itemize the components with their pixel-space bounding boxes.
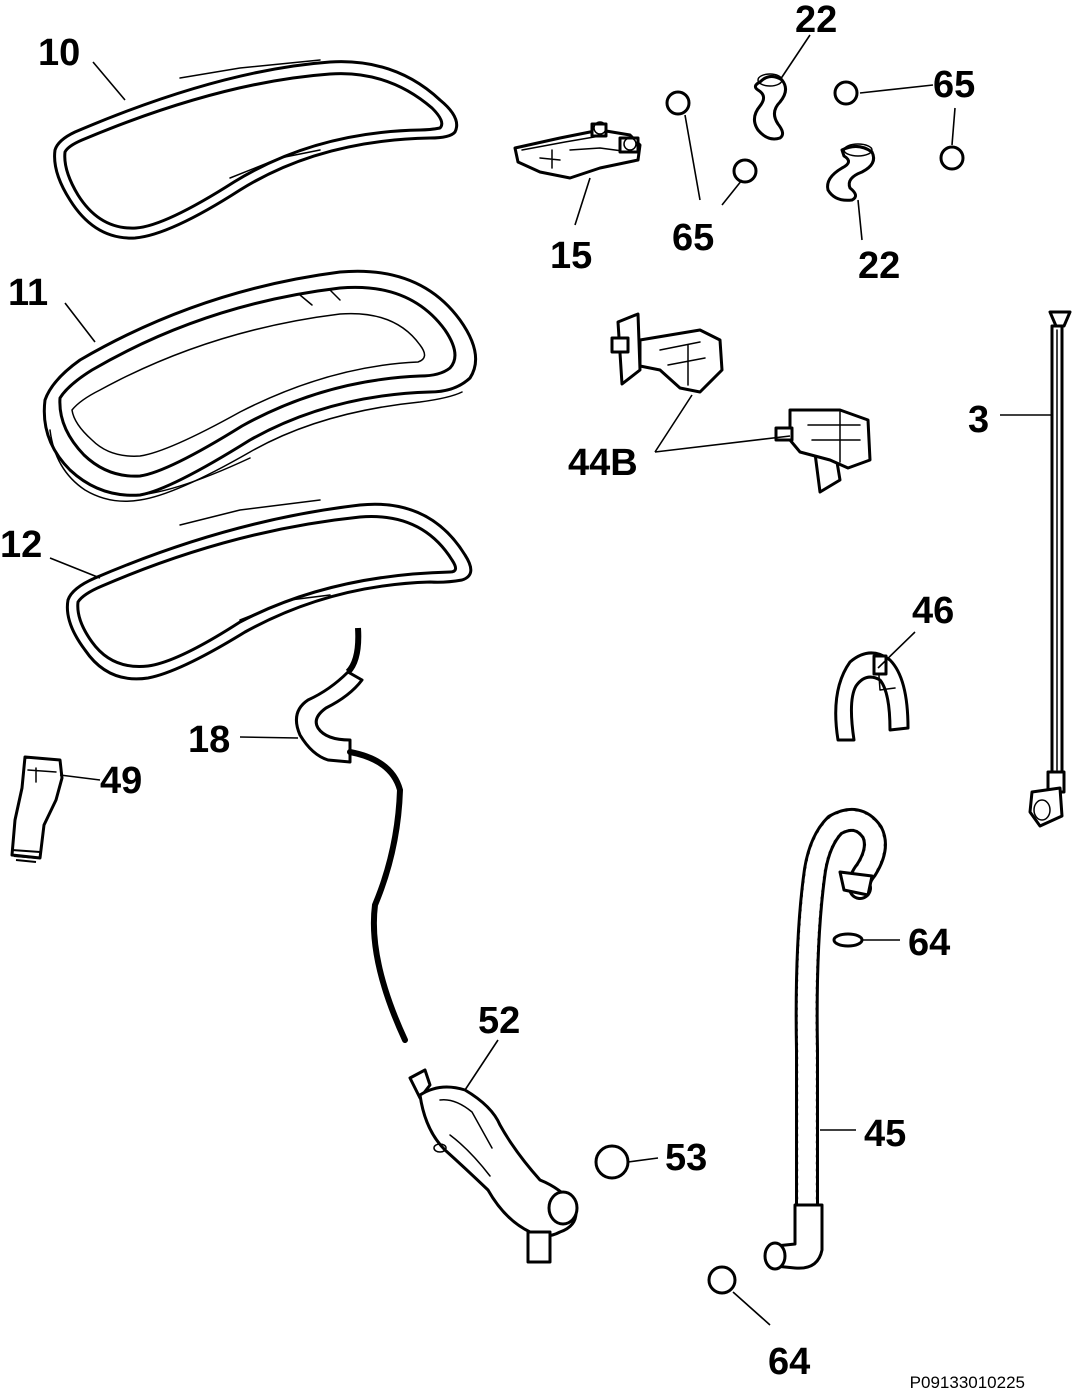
part-45-drain-hose: [763, 807, 887, 1271]
part-15-connector: [513, 121, 642, 180]
part-53-ring: [594, 1144, 630, 1180]
part-52-sump-housing: [408, 1068, 579, 1264]
label-11: 11: [8, 272, 48, 314]
part-10-seal-ring: [53, 59, 459, 240]
drawing-code: P09133010225: [910, 1373, 1025, 1392]
part-64-clamps: [707, 932, 864, 1295]
label-46: 46: [912, 590, 954, 632]
label-12: 12: [0, 524, 42, 566]
part-22-hose-lower: [826, 143, 876, 202]
label-64-lower: 64: [768, 1341, 810, 1383]
label-18: 18: [188, 719, 230, 761]
label-65-left: 65: [672, 217, 714, 259]
part-44b-clips: [610, 312, 872, 494]
label-52: 52: [478, 1000, 520, 1042]
part-18-hose: [294, 627, 408, 1043]
label-64-upper: 64: [908, 922, 950, 964]
part-11-door-gasket: [42, 269, 478, 502]
part-12-seal-ring: [65, 499, 473, 681]
part-3-rod: [1028, 310, 1072, 828]
label-3: 3: [968, 399, 989, 441]
label-44b: 44B: [568, 442, 638, 484]
leader-lines: [49, 34, 1052, 1326]
part-65-clamps: [665, 80, 965, 184]
label-53: 53: [665, 1137, 707, 1179]
label-65-right: 65: [933, 64, 975, 106]
part-labels: 10 11 12 15 22 22 65 65 3 44B 46 18 49 5…: [0, 0, 989, 1383]
label-10: 10: [38, 32, 80, 74]
part-22-hose-upper: [753, 73, 787, 141]
part-46-u-clip: [834, 651, 910, 742]
label-22-bottom: 22: [858, 245, 900, 287]
label-15: 15: [550, 235, 592, 277]
label-45: 45: [864, 1113, 906, 1155]
label-49: 49: [100, 760, 142, 802]
part-49-bracket: [10, 755, 64, 863]
label-22-top: 22: [795, 0, 837, 41]
